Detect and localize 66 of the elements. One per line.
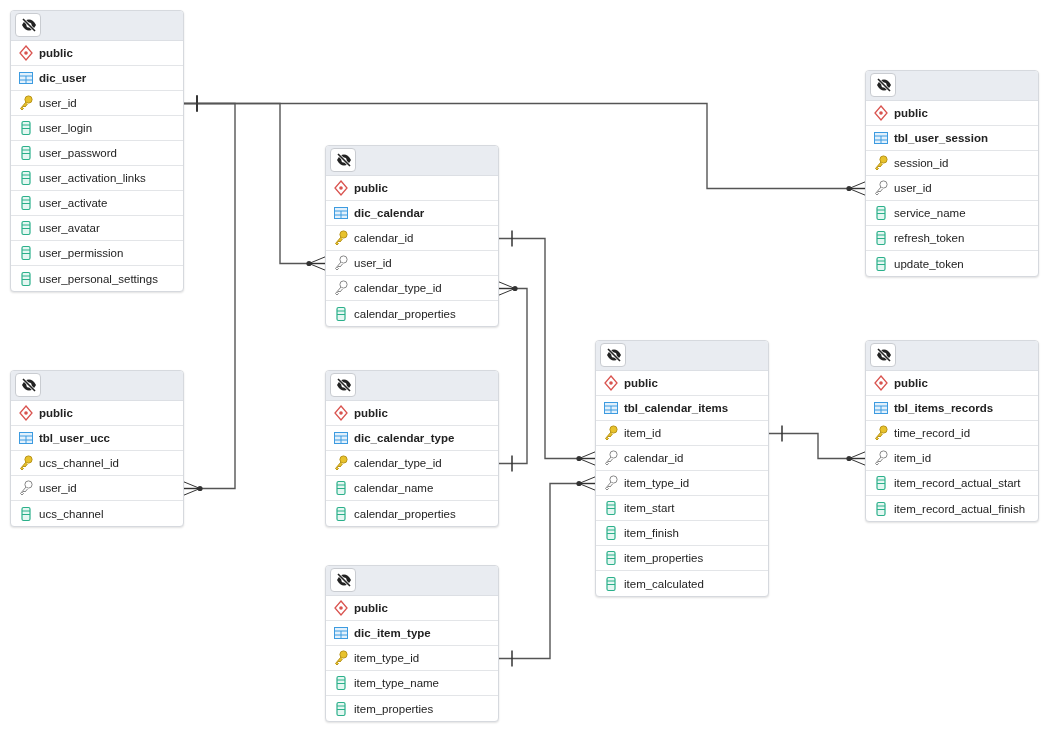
column-name: ucs_channel — [39, 507, 104, 520]
column-name: user_activate — [39, 197, 108, 209]
table-name: dic_calendar — [354, 207, 425, 219]
column-name: item_calculated — [624, 577, 704, 590]
column-name: user_login — [39, 122, 93, 134]
column-name: service_name — [894, 207, 966, 219]
column-name: item_record_actual_finish — [894, 502, 1026, 515]
schema-name: public — [624, 377, 658, 389]
table-name: tbl_calendar_items — [624, 402, 729, 414]
table-name: dic_item_type — [354, 627, 431, 639]
column-name: item_type_id — [354, 652, 420, 664]
column-name: user_id — [39, 97, 77, 109]
table-card — [10, 370, 184, 527]
column-name: calendar_properties — [354, 307, 456, 320]
column-name: item_properties — [354, 702, 434, 715]
column-name: session_id — [894, 157, 949, 169]
column-name: calendar_name — [354, 482, 434, 494]
table-name: tbl_items_records — [894, 402, 994, 414]
column-name: calendar_id — [354, 232, 414, 244]
schema-name: public — [354, 407, 388, 419]
column-name: user_id — [354, 257, 392, 269]
table-card — [865, 70, 1039, 277]
relationship-line — [182, 94, 236, 496]
relationship-line — [497, 476, 597, 668]
column-name: item_type_id — [624, 477, 690, 489]
column-name: update_token — [894, 257, 964, 270]
schema-name: public — [39, 47, 73, 59]
schema-name: public — [894, 107, 928, 119]
table-name: tbl_user_ucc — [39, 432, 110, 444]
column-name: time_record_id — [894, 427, 971, 439]
column-name: item_start — [624, 502, 675, 514]
relationship-line — [767, 424, 867, 466]
table-card — [865, 340, 1039, 522]
column-name: user_id — [894, 182, 932, 194]
column-name: ucs_channel_id — [39, 457, 119, 469]
schema-name: public — [894, 377, 928, 389]
column-name: calendar_type_id — [354, 457, 442, 469]
schema-name: public — [39, 407, 73, 419]
column-name: user_permission — [39, 247, 124, 259]
column-name: user_password — [39, 147, 117, 159]
table-name: tbl_user_session — [894, 132, 988, 144]
column-name: item_record_actual_start — [894, 477, 1021, 489]
column-name: calendar_id — [624, 452, 684, 464]
column-name: item_id — [894, 452, 932, 464]
table-card — [325, 145, 499, 327]
column-name: item_type_name — [354, 677, 440, 689]
table-card — [595, 340, 769, 597]
column-name: user_avatar — [39, 222, 100, 234]
column-name: calendar_properties — [354, 507, 456, 520]
column-name: refresh_token — [894, 232, 965, 244]
relationship-line — [497, 281, 528, 473]
column-name: user_id — [39, 482, 77, 494]
schema-name: public — [354, 602, 388, 614]
table-name: dic_user — [39, 72, 87, 84]
column-name: user_personal_settings — [39, 272, 158, 285]
column-name: item_finish — [624, 527, 679, 539]
schema-name: public — [354, 182, 388, 194]
column-name: calendar_type_id — [354, 282, 442, 294]
relationship-line — [497, 229, 597, 466]
table-card — [325, 565, 499, 722]
table-name: dic_calendar_type — [354, 432, 455, 444]
table-card — [10, 10, 184, 292]
column-name: item_properties — [624, 552, 704, 564]
column-name: user_activation_links — [39, 172, 146, 184]
table-card — [325, 370, 499, 527]
column-name: item_id — [624, 427, 662, 439]
